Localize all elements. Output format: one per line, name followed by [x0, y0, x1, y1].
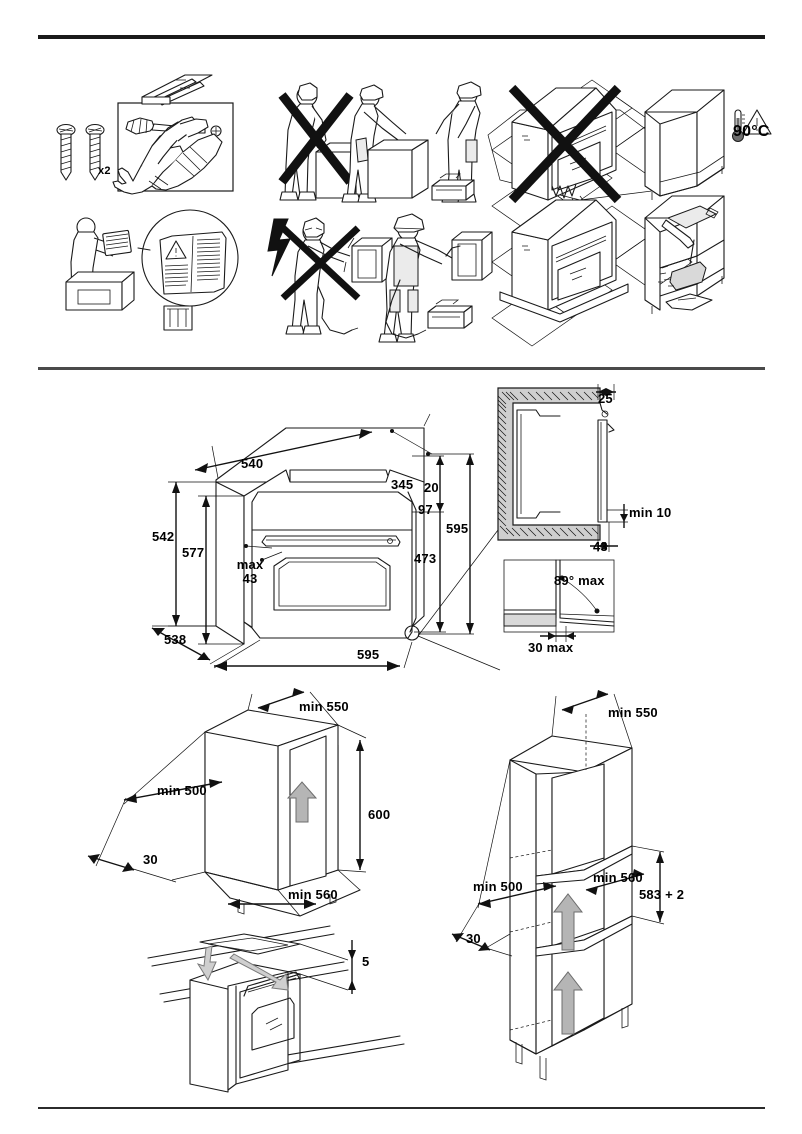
dim-top-gap-label: 20 [424, 480, 439, 495]
dim-height-front-label: 577 [182, 545, 205, 560]
dimension-595-height [418, 453, 474, 635]
dimension-595-width [213, 639, 413, 671]
dim-max-overhang-label: max [236, 557, 264, 572]
dim-depth-side-label: 538 [164, 632, 187, 647]
dim-min-rear-gap-label: min 10 [629, 505, 672, 520]
dim-width-top-label: 540 [241, 456, 264, 471]
uc-rear-vent-label: 30 [143, 852, 158, 867]
dim-height-right-label: 595 [446, 521, 469, 536]
dim-width-front-label: 595 [357, 647, 380, 662]
tc-height-label: 583 + 2 [639, 887, 685, 902]
prohibition-cross-icon [278, 92, 354, 185]
dim-handle-depth-label: 345 [391, 477, 414, 492]
dimension-540 [194, 413, 431, 479]
dimension-577 [198, 495, 244, 645]
tc-rear-vent-label: 30 [466, 931, 481, 946]
screw-count-label: x2 [98, 165, 111, 177]
product-dimensions-drawing [151, 384, 628, 671]
hob-over-oven [147, 925, 405, 1093]
electric-shock-icon [267, 218, 291, 277]
secured-oven-icon [499, 199, 629, 323]
cabinet-cutout-drawings [87, 688, 665, 1093]
dim-max-overhang-value: 43 [242, 571, 258, 586]
phillips-head-icon [210, 125, 222, 137]
hob-gap-label: 5 [362, 954, 370, 969]
tc-depth-side-label: min 500 [473, 879, 523, 894]
detail-leader [417, 529, 501, 671]
dim-control-height-label: 97 [418, 502, 433, 517]
temperature-label: 90°C [733, 123, 770, 140]
open-book-icon [163, 305, 193, 331]
dim-max-offset-label: 30 max [528, 640, 574, 655]
warning-triangle-icon [165, 240, 187, 260]
thermometer-icon [732, 109, 745, 142]
dimension-538 [151, 625, 245, 665]
header-rule [38, 35, 765, 39]
uc-height-label: 600 [368, 807, 391, 822]
oven-body [215, 427, 425, 645]
dim-bottom-depth-label: 43 [593, 539, 608, 554]
tc-depth-top-label: min 550 [608, 705, 658, 720]
dimension-max-43 [244, 544, 283, 562]
dim-height-left-label: 542 [152, 529, 175, 544]
section-divider-rule [38, 367, 765, 370]
uc-depth-top-label: min 550 [299, 699, 349, 714]
protective-gloves-icon [112, 116, 223, 195]
dim-top-clearance-label: 25 [598, 391, 613, 406]
manual-magnifier [137, 209, 239, 307]
dimension-97 [412, 455, 444, 513]
tall-column-cabinet [451, 690, 665, 1081]
dim-max-angle-label: 89° max [554, 573, 605, 588]
prohibition-cross-icon [280, 225, 361, 301]
dim-cavity-height-label: 473 [414, 551, 437, 566]
unstable-cabinet-icon [511, 87, 617, 211]
uc-depth-side-label: min 500 [157, 783, 207, 798]
prohibition-cross-icon [508, 84, 622, 204]
tc-width-label: min 560 [593, 870, 643, 885]
two-person-lift-icon [341, 81, 482, 203]
cross-section-detail [497, 384, 628, 552]
dimension-473 [414, 512, 446, 633]
clean-cabinet-icon [644, 195, 725, 314]
heat-warning-triangle-icon [742, 109, 772, 135]
screw-icon [85, 123, 105, 181]
screw-icon [56, 123, 76, 181]
toolbox-icon [431, 173, 475, 201]
mounting-bracket-icon [141, 74, 213, 106]
footer-rule [38, 1107, 765, 1109]
empty-cabinet-icon [644, 89, 725, 200]
angle-detail [503, 559, 615, 642]
under-counter-cabinet [87, 688, 367, 917]
read-manual-icon [65, 217, 135, 311]
safety-pictograms-group [56, 74, 772, 347]
qualified-technician-icon [378, 213, 493, 343]
toolbox-icon [427, 299, 473, 329]
tools-panel [117, 102, 234, 192]
uc-width-label: min 560 [288, 887, 338, 902]
